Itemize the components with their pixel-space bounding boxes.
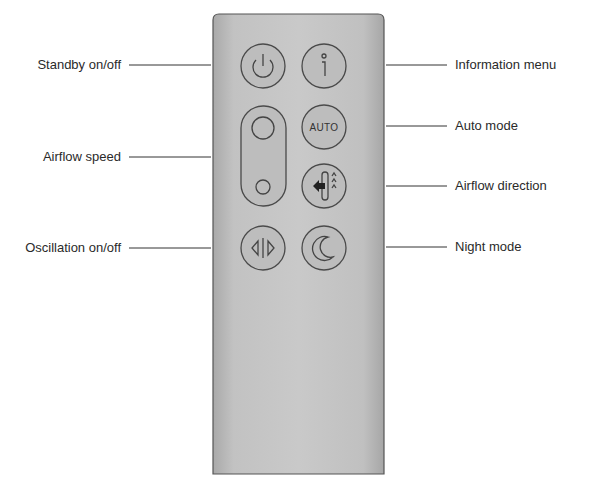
airflow-speed-label: Airflow speed xyxy=(43,149,121,165)
auto-button: AUTO xyxy=(302,105,346,149)
button-text: AUTO xyxy=(310,122,339,133)
airflow-direction-label: Airflow direction xyxy=(455,178,547,194)
standby-label: Standby on/off xyxy=(37,57,121,73)
auto-mode-label: Auto mode xyxy=(455,118,518,134)
information-label: Information menu xyxy=(455,57,556,73)
oscillation-label: Oscillation on/off xyxy=(25,240,121,256)
night-mode-label: Night mode xyxy=(455,239,521,255)
